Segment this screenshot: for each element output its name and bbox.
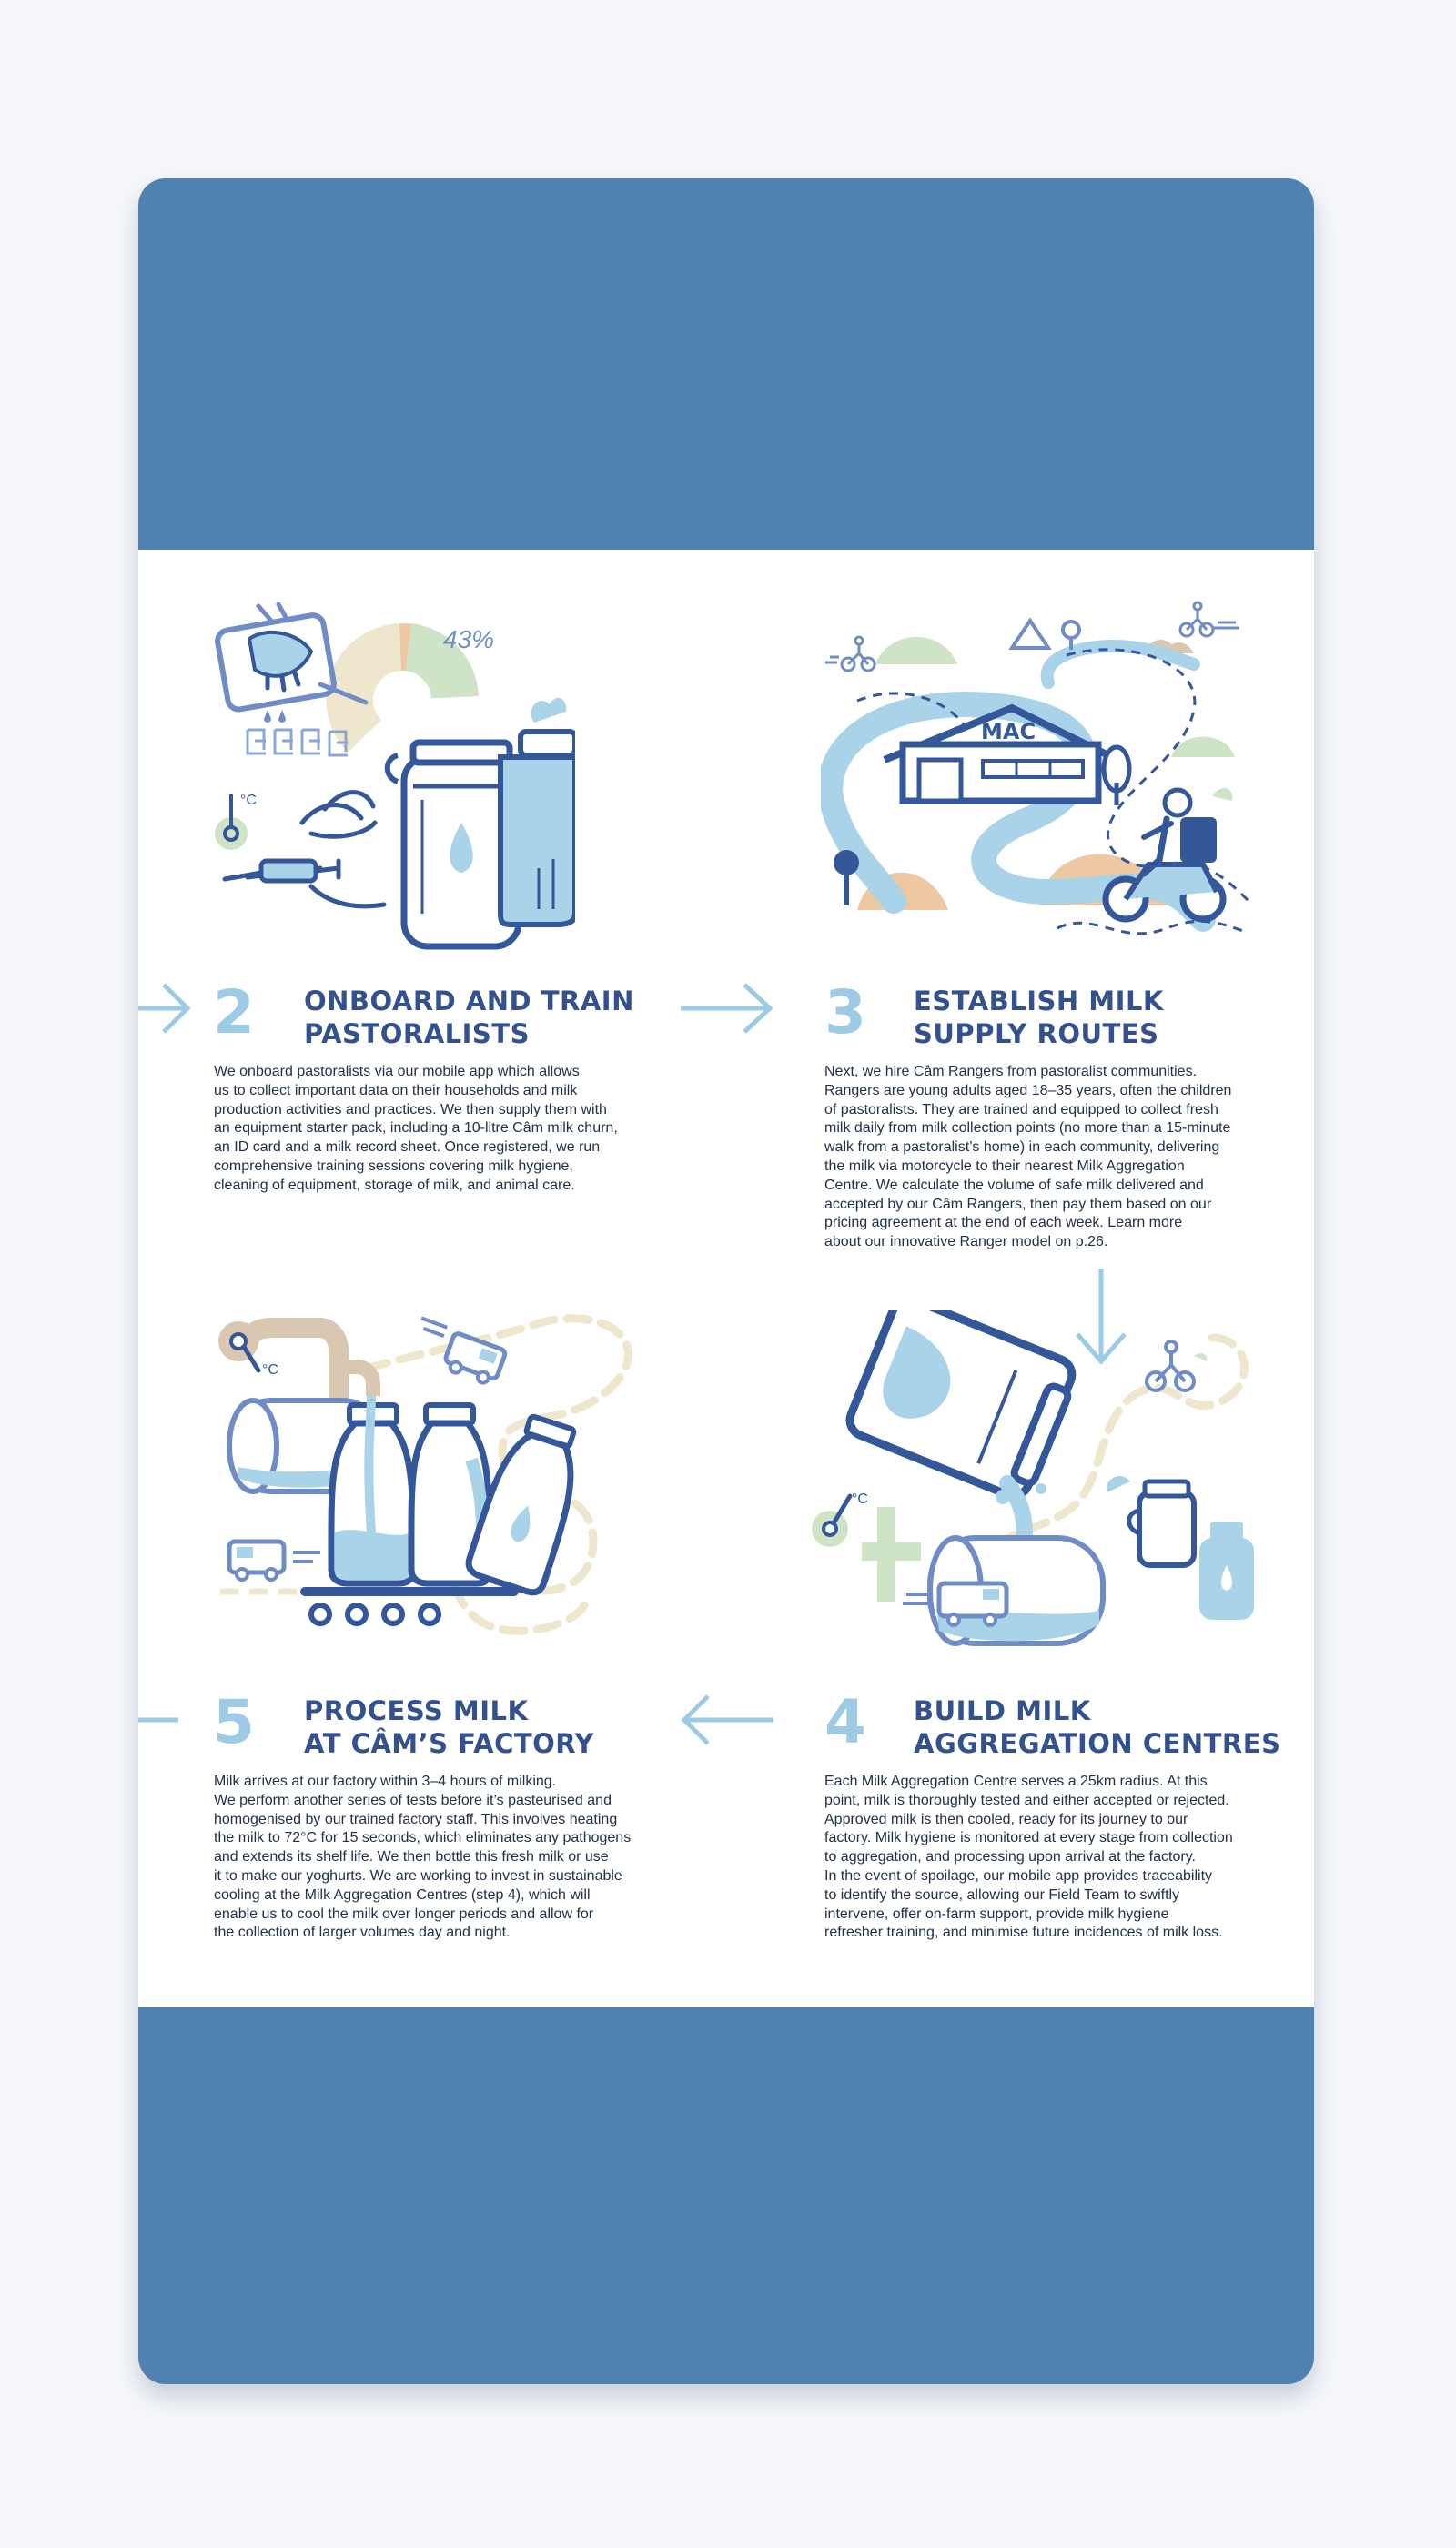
milk-bottle-icon: [465, 1413, 577, 1596]
thermometer-icon: °C: [218, 1321, 278, 1378]
cow-milking-icon: [215, 602, 369, 723]
syringe-hands-icon: [222, 790, 387, 909]
truck-icon: [903, 1581, 1009, 1627]
step-title: ESTABLISH MILK SUPPLY ROUTES: [914, 986, 1164, 1049]
milk-churn-icon: [1107, 1475, 1197, 1568]
van-icon: [420, 1316, 508, 1385]
aggregation-centre-building-icon: MAC: [883, 704, 1114, 804]
arrow-right-icon: [138, 979, 193, 1037]
svg-text:43%: 43%: [443, 625, 494, 653]
step-title: BUILD MILK AGGREGATION CENTRES: [914, 1695, 1281, 1759]
illustration-aggregation-centres: °C: [794, 1310, 1267, 1656]
step-number: 3: [824, 977, 866, 1047]
arrow-right-icon: [677, 979, 777, 1037]
chairs-icon: [246, 728, 348, 757]
step-number: 5: [213, 1687, 255, 1757]
step-description: We onboard pastoralists via our mobile a…: [214, 1064, 618, 1193]
milk-bottle-icon: [328, 1395, 417, 1587]
step-number: 2: [213, 977, 255, 1047]
arrow-down-icon: [1072, 1269, 1130, 1369]
step-title: ONBOARD AND TRAIN PASTORALISTS: [304, 986, 634, 1049]
illustration-factory-processing: °C: [211, 1314, 803, 1651]
step-description: Each Milk Aggregation Centre serves a 25…: [824, 1774, 1233, 1941]
step-number: 4: [824, 1687, 866, 1757]
thermometer-icon: °C: [215, 793, 257, 850]
svg-text:°C: °C: [262, 1362, 278, 1378]
arrow-left-icon: [138, 1691, 182, 1749]
document-page: 43%: [138, 550, 1314, 2007]
conveyor-icon: [300, 1587, 519, 1626]
step-description: Next, we hire Câm Rangers from pastorali…: [824, 1064, 1232, 1250]
svg-text:°C: °C: [852, 1491, 868, 1507]
illustration-supply-routes: MAC: [821, 601, 1258, 956]
van-icon: [227, 1539, 320, 1582]
milk-churn-icon: [498, 698, 575, 927]
arrow-left-icon: [677, 1691, 777, 1749]
motorcycle-rider-icon: [1102, 787, 1233, 923]
step-description: Milk arrives at our factory within 3–4 h…: [214, 1774, 632, 1941]
motorcycle-rider-icon: [1145, 1340, 1208, 1392]
motorcycle-rider-icon: [1178, 601, 1239, 638]
svg-text:MAC: MAC: [981, 719, 1036, 744]
step-title: PROCESS MILK AT CÂM’S FACTORY: [304, 1695, 595, 1759]
page-card: 43%: [138, 178, 1314, 2384]
milk-bottle-icon: [1199, 1522, 1254, 1620]
svg-text:°C: °C: [240, 793, 257, 808]
milk-jug-icon: [845, 1310, 1077, 1501]
illustration-onboard-pastoralists: 43%: [211, 595, 575, 950]
motorcycle-rider-icon: [825, 635, 876, 672]
thermometer-icon: °C: [812, 1491, 868, 1547]
